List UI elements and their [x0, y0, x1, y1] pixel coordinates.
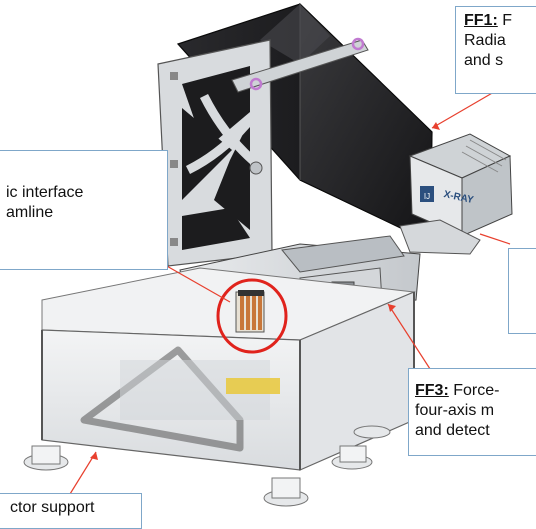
leveling-feet: [23, 425, 391, 507]
leader-ff2: [479, 233, 511, 245]
badge-logo-text: IJ: [424, 192, 430, 201]
arrow-support-icon: [90, 452, 98, 460]
leader-support: [69, 451, 97, 495]
callout-interface: ic interface amline: [0, 150, 168, 270]
xray-source-module: IJ X-RAY: [399, 133, 513, 255]
ff3-line2: four-axis m: [415, 402, 495, 419]
lifting-bar: [231, 37, 369, 93]
support-frame-plate: [157, 39, 273, 267]
ff1-tag: FF1:: [464, 12, 498, 29]
interface-line1: ic interface: [6, 184, 84, 201]
interface-line2: amline: [6, 204, 54, 221]
arrow-ff3-icon: [388, 304, 396, 312]
badge-logo-icon: [420, 186, 434, 202]
ff3-tag: FF3:: [415, 382, 449, 399]
leader-ff1: [431, 91, 495, 129]
ff3-line3: and detect: [415, 422, 490, 439]
callout-ff1: FF1: F Radia and s: [455, 6, 536, 94]
ff1-line2: Radia: [464, 32, 506, 49]
base-frame: [41, 267, 416, 471]
ff1-line3: and s: [464, 52, 504, 69]
callout-support: ctor support: [0, 493, 142, 529]
ff3-title: Force-: [448, 382, 500, 399]
callout-ff2: [508, 248, 536, 334]
interface-highlight-ring: [216, 278, 288, 354]
support-line1: ctor support: [10, 499, 95, 516]
leader-ff3: [387, 303, 433, 373]
ff1-title: F: [497, 12, 512, 29]
copper-feedthrough-pins: [235, 290, 265, 333]
callout-ff3: FF3: Force- four-axis m and detect: [408, 368, 536, 456]
arrow-ff1-icon: [432, 122, 440, 130]
internal-electronics: [226, 378, 280, 394]
